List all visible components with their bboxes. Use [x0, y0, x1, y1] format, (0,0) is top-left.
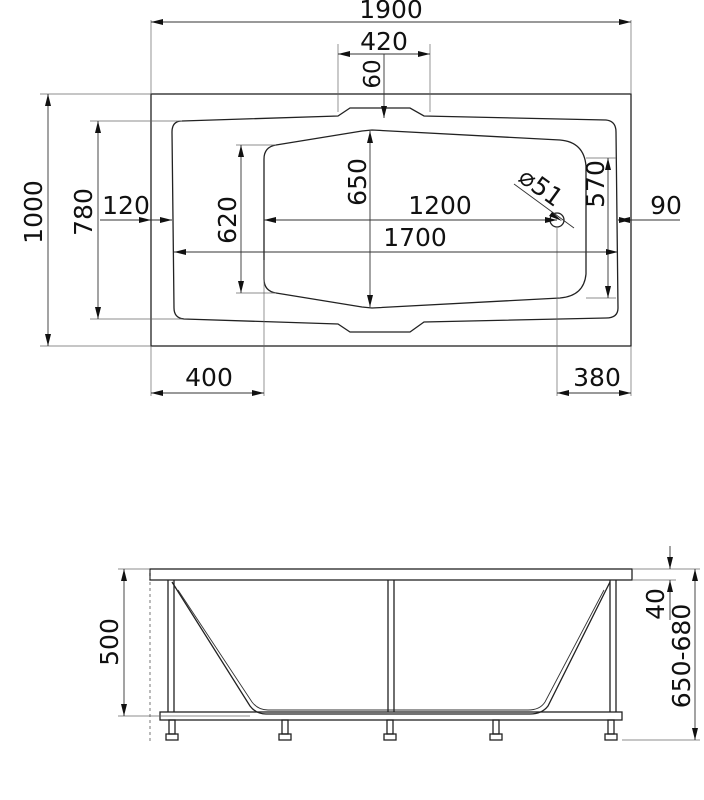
- dim-overall-length: 1900: [359, 0, 423, 24]
- side-tub-body-inner: [177, 589, 605, 711]
- dim-rim-left: 120: [102, 191, 150, 220]
- dim-drain-diameter: ⌀51: [514, 162, 569, 213]
- top-extension-lines: [40, 20, 632, 396]
- dim-tub-depth: 500: [95, 618, 124, 666]
- top-dimension-lines: [47, 21, 680, 394]
- side-frame-posts: [167, 580, 617, 712]
- dim-inner-width: 780: [69, 188, 98, 236]
- tub-bottom-outline: [263, 129, 587, 309]
- dim-overall-width: 1000: [19, 180, 48, 244]
- dim-rim-thickness: 40: [641, 588, 670, 620]
- side-arrowheads: [121, 557, 698, 740]
- dim-headrest-width: 420: [360, 27, 408, 56]
- dim-bottom-width-foot: 620: [213, 196, 242, 244]
- dim-rim-right: 90: [650, 191, 682, 220]
- dim-inner-length: 1700: [383, 223, 447, 252]
- dim-bottom-length: 1200: [408, 191, 472, 220]
- side-tub-body: [171, 581, 611, 715]
- dim-bottom-width-head: 650: [343, 158, 372, 206]
- side-extension-lines: [118, 568, 700, 741]
- side-rim: [149, 568, 633, 581]
- dim-offset-right: 380: [573, 363, 621, 392]
- tub-inner-rim: [171, 107, 619, 333]
- side-legs: [165, 719, 618, 741]
- dim-headrest-depth: 60: [360, 59, 386, 88]
- side-view: 500 40 650-680: [95, 546, 700, 742]
- top-arrowheads: [45, 19, 631, 396]
- dim-offset-left: 400: [185, 363, 233, 392]
- dim-total-height: 650-680: [667, 604, 696, 708]
- top-view: 1900 420 60 1000 780 120 620 650 1200 17…: [19, 0, 682, 396]
- dim-bottom-width-end: 570: [581, 160, 610, 208]
